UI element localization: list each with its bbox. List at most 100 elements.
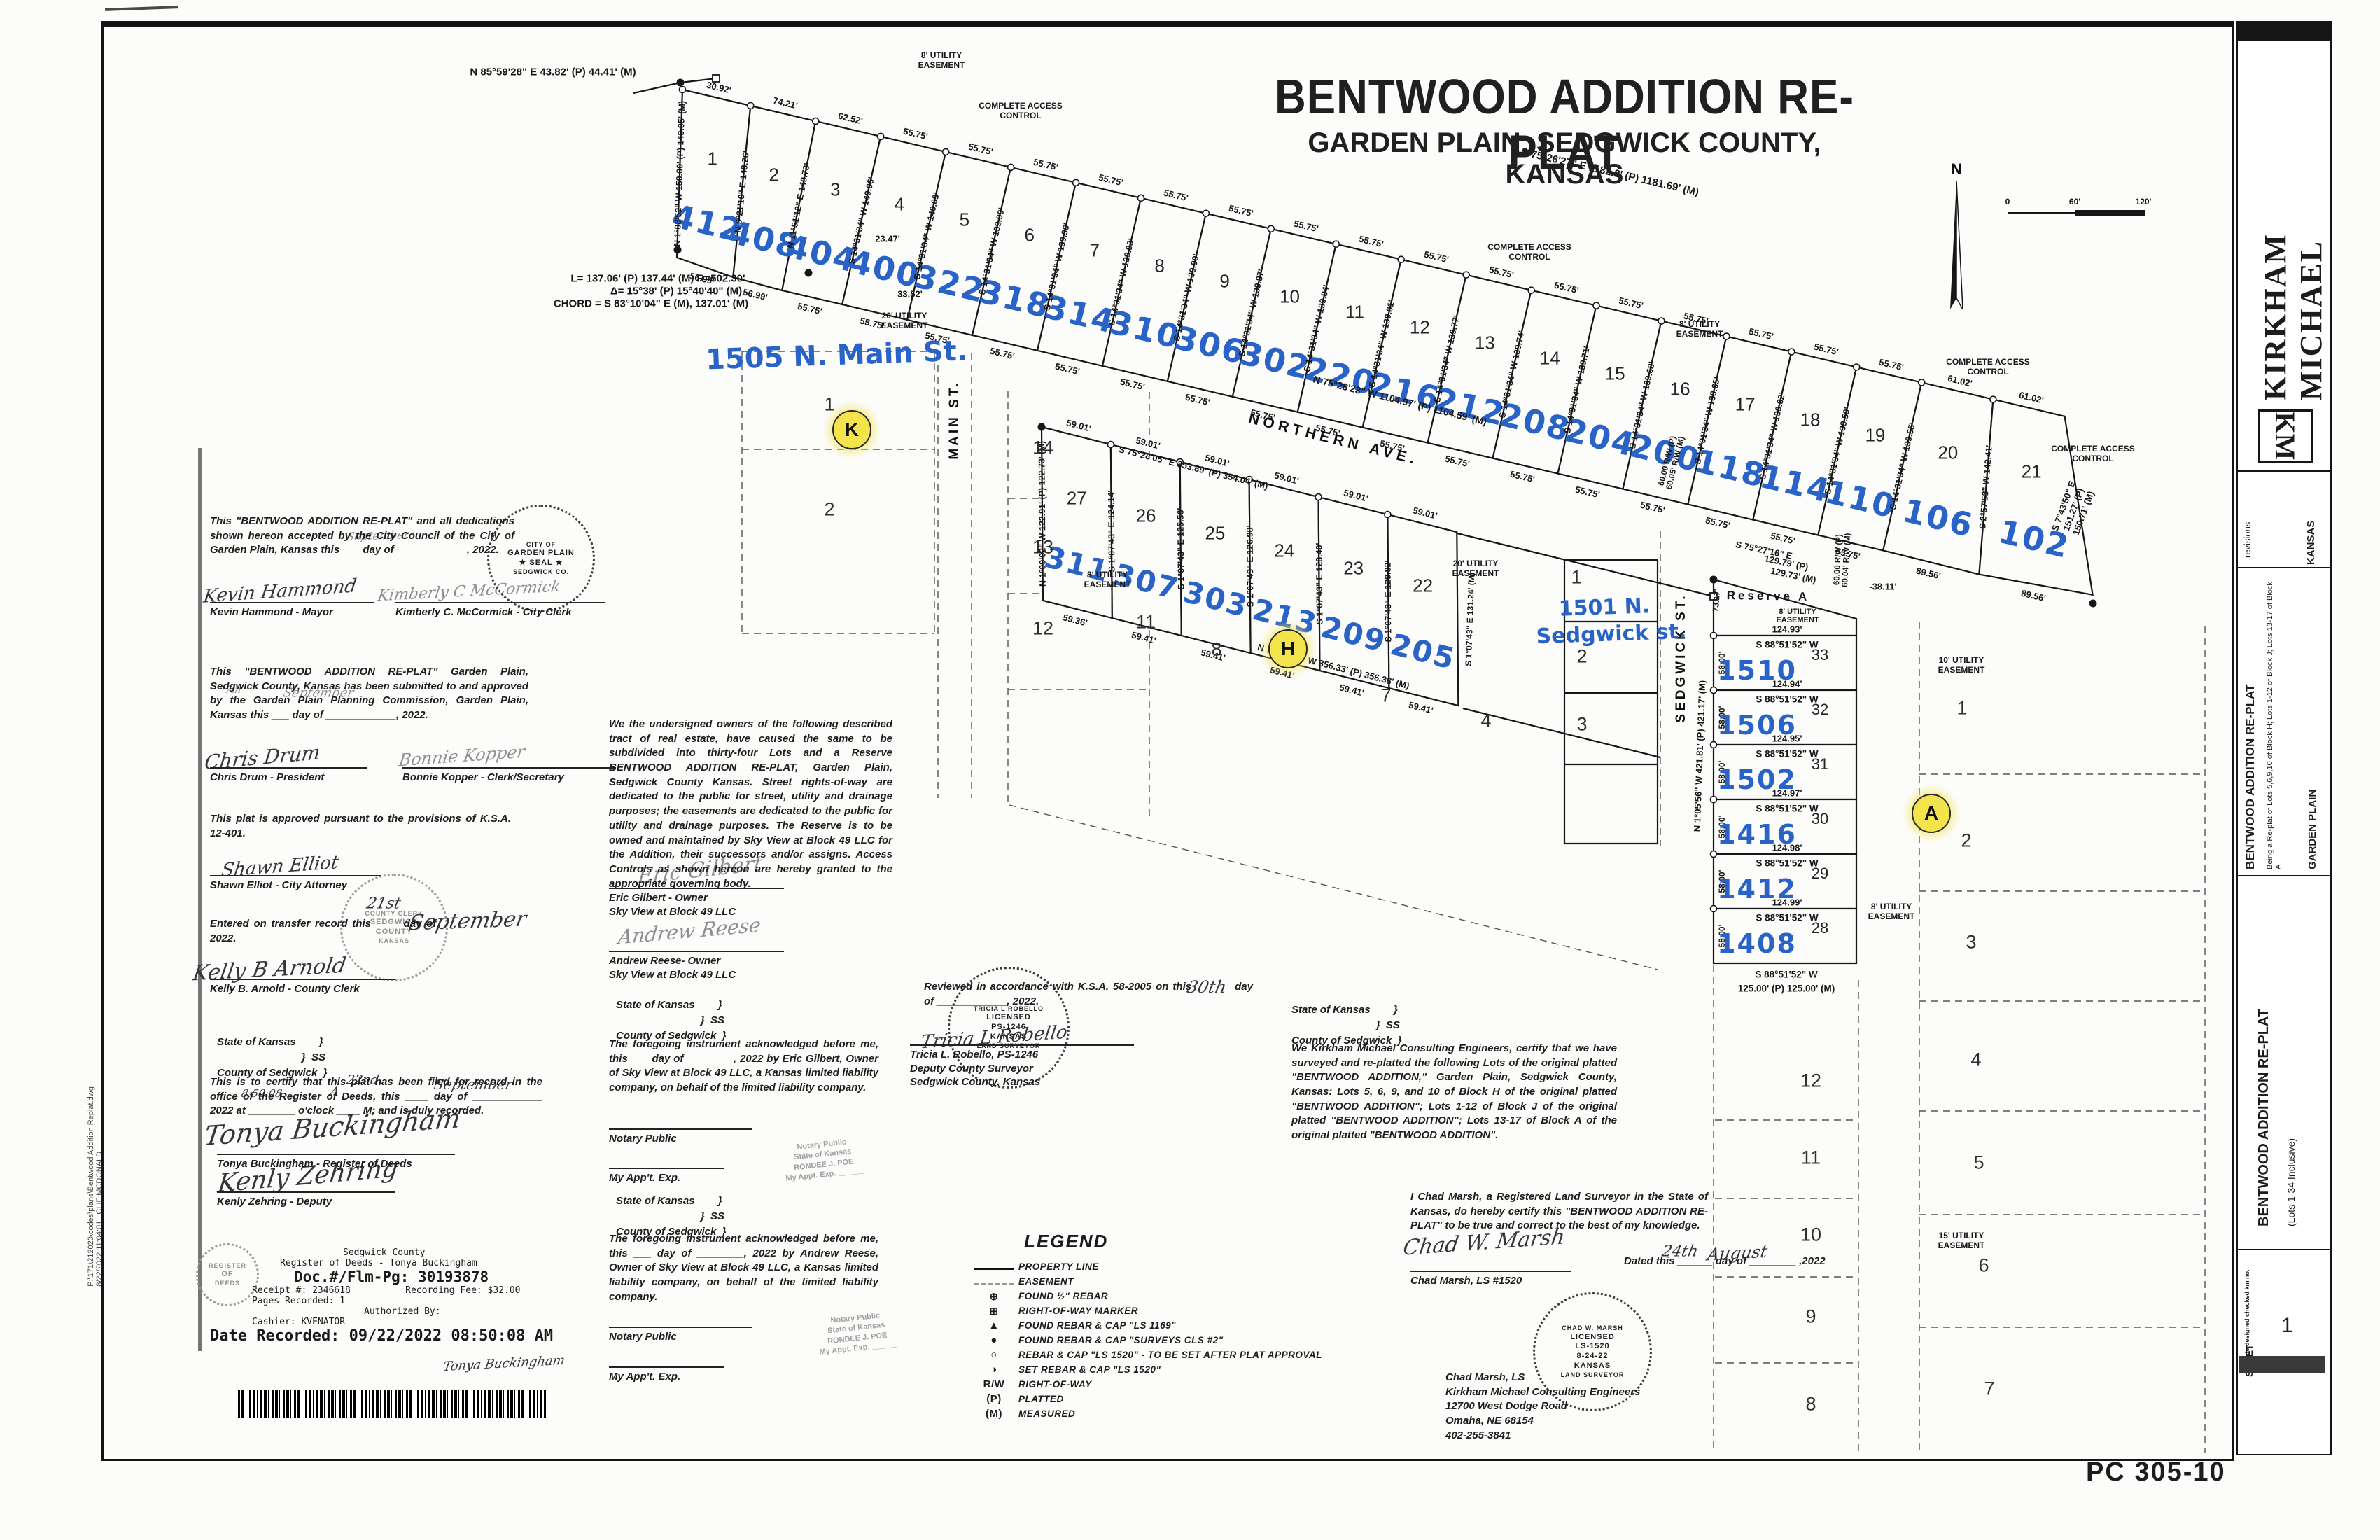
- legend-item: ⊞RIGHT-OF-WAY MARKER: [969, 1303, 1488, 1318]
- legend-symbol: ▲: [988, 1320, 1000, 1331]
- owners-dedication-text: We the undersigned owners of the followi…: [609, 718, 892, 890]
- state-county-ss-surveyor: State of Kansas } } SS County of Sedgwic…: [1292, 1004, 1402, 1046]
- revisions-label: revisions: [2242, 481, 2253, 558]
- firm-name: KIRKHAM MICHAEL: [2258, 71, 2329, 400]
- chad-address: Chad Marsh, LS Kirkham Michael Consultin…: [1446, 1371, 1641, 1441]
- legend-symbol: (P): [986, 1393, 1002, 1405]
- title-block-top-bar: [2238, 22, 2330, 41]
- notary2-text: The foregoing instrument acknowledged be…: [609, 1233, 878, 1303]
- chad-name: Chad Marsh, LS #1520: [1410, 1270, 1572, 1288]
- notary2-label: Notary Public: [609, 1326, 752, 1344]
- sheet-number: 1: [2281, 1314, 2293, 1338]
- city-label-text: GARDEN PLAIN: [2306, 789, 2318, 869]
- stamp-date: Date Recorded: 09/22/2022 08:50:08 AM: [210, 1327, 554, 1345]
- sheet-title-text: BENTWOOD ADDITION RE-PLAT: [1274, 70, 1855, 181]
- pc-number-text: PC 305-10: [2086, 1457, 2226, 1487]
- legend-item: PROPERTY LINE: [969, 1259, 1488, 1274]
- secretary-name: Bonnie Kopper - Clerk/Secretary: [402, 767, 616, 785]
- scan-streak: [198, 448, 202, 1351]
- project-title-text: BENTWOOD ADDITION RE-PLAT: [2244, 684, 2257, 869]
- legend-items: PROPERTY LINE EASEMENT ⊕ FOUND ½" REBAR ⊞RIG…: [969, 1259, 1488, 1421]
- notary-stamp-1: Notary Public State of Kansas RONDEE J. …: [785, 1138, 864, 1183]
- sheet-number-text: 1: [2281, 1314, 2293, 1337]
- legend-label: FOUND REBAR & CAP "SURVEYS CLS #2": [1018, 1335, 1224, 1345]
- tb-divider-3: [2238, 875, 2330, 876]
- legend-label: MEASURED: [1018, 1408, 1076, 1419]
- legend-item: EASEMENT: [969, 1274, 1488, 1289]
- firm-monogram: KM: [2258, 410, 2313, 463]
- legend-item: ○REBAR & CAP "LS 1520" - TO BE SET AFTER…: [969, 1348, 1488, 1362]
- legend-item: ▲ FOUND REBAR & CAP "LS 1169": [969, 1318, 1488, 1333]
- legend-symbol: [969, 1261, 1018, 1273]
- title-block: KIRKHAM MICHAEL KM revisions KANSAS BENT…: [2236, 21, 2332, 1455]
- revisions-text: revisions: [2242, 522, 2253, 558]
- legend-item: (P) PLATTED: [969, 1392, 1488, 1406]
- reviewer-name: Tricia L. Robello, PS-1246 Deputy County…: [910, 1044, 1134, 1089]
- kirkham-cert-text: We Kirkham Michael Consulting Engineers,…: [1292, 1042, 1617, 1142]
- dated-line: Dated this ______ day of ________ ,2022: [1624, 1255, 1826, 1267]
- sheet-subtitle-text: GARDEN PLAIN, SEDGWICK COUNTY, KANSAS: [1308, 127, 1821, 190]
- legend-symbol: (M): [986, 1408, 1002, 1420]
- legend-label: EASEMENT: [1018, 1276, 1074, 1287]
- owner1-name: Eric Gilbert - Owner Sky View at Block 4…: [609, 888, 784, 918]
- stamp-cashier: Cashier: KVENATOR: [252, 1317, 346, 1327]
- drawing-frame: [102, 21, 2234, 1461]
- city-acceptance-text: This "BENTWOOD ADDITION RE-PLAT" and all…: [210, 515, 514, 556]
- president-name: Chris Drum - President: [210, 767, 368, 785]
- pc-number: PC 305-10: [2086, 1457, 2226, 1488]
- city-attorney-name: Shawn Elliot - City Attorney: [210, 875, 382, 892]
- legend-item: ◑ SET REBAR & CAP "LS 1520": [969, 1362, 1488, 1377]
- legend-symbol: ◑: [990, 1364, 997, 1376]
- state-county-ss-notary1: State of Kansas } } SS County of Sedgwic…: [616, 999, 727, 1042]
- legend-item: (M) MEASURED: [969, 1406, 1488, 1421]
- notary2-appt: My App't. Exp.: [609, 1366, 724, 1384]
- project-desc-text: Being a Re-plat of Lots 5,6,9,10 of Bloc…: [2266, 582, 2283, 869]
- legend-label: FOUND REBAR & CAP "LS 1169": [1018, 1320, 1177, 1331]
- ksa-approval-text: This plat is approved pursuant to the pr…: [210, 813, 511, 839]
- firm-monogram-text: KM: [2269, 412, 2302, 461]
- state-label-text: KANSAS: [2305, 520, 2317, 565]
- state-label: KANSAS: [2305, 481, 2317, 565]
- big-sub: (Lots 1-34 Inclusive): [2286, 890, 2297, 1226]
- tb-divider-1: [2238, 470, 2330, 472]
- legend-label: PLATTED: [1018, 1394, 1064, 1404]
- legend-symbol: [969, 1275, 1018, 1287]
- planning-approval-text: This "BENTWOOD ADDITION RE-PLAT" Garden …: [210, 666, 528, 722]
- register-of-deeds-name: Tonya Buckingham - Register of Deeds: [217, 1154, 455, 1171]
- big-title: BENTWOOD ADDITION RE-PLAT: [2256, 890, 2272, 1226]
- legend-item: ⊕ FOUND ½" REBAR: [969, 1289, 1488, 1303]
- legend-label: PROPERTY LINE: [1018, 1261, 1099, 1272]
- city-clerk-name: Kimberly C. McCormick - City Clerk: [396, 602, 606, 620]
- owner2-name: Andrew Reese- Owner Sky View at Block 49…: [609, 951, 784, 981]
- notary-stamp-2: Notary Public State of Kansas RONDEE J. …: [818, 1311, 898, 1357]
- legend-title: LEGEND: [1024, 1231, 1109, 1252]
- stamp-barcode: [238, 1390, 546, 1418]
- legend-label: FOUND ½" REBAR: [1018, 1291, 1109, 1301]
- legend-label: SET REBAR & CAP "LS 1520": [1018, 1364, 1161, 1375]
- city-label: GARDEN PLAIN: [2306, 764, 2318, 869]
- legend-label: RIGHT-OF-WAY MARKER: [1018, 1306, 1138, 1316]
- tb-divider-4: [2238, 1249, 2330, 1250]
- stamp-receipt: Receipt #: 2346618 Recording Fee: $32.00: [252, 1285, 521, 1296]
- state-county-ss-left: State of Kansas } } SS County of Sedgwic…: [217, 1036, 328, 1079]
- legend-symbol: ●: [990, 1334, 997, 1346]
- sheet-subtitle: GARDEN PLAIN, SEDGWICK COUNTY, KANSAS: [1267, 127, 1862, 190]
- legend: LEGEND PROPERTY LINE EASEMENT ⊕ FOUND ½" RE…: [969, 1231, 1488, 1421]
- legend-symbol: ⊕: [989, 1290, 999, 1303]
- stamp-doc: Doc.#/Flm-Pg: 30193878: [294, 1268, 489, 1285]
- mayor-name: Kevin Hammond - Mayor: [210, 602, 374, 620]
- chad-cert-text: I Chad Marsh, a Registered Land Surveyor…: [1410, 1191, 1708, 1232]
- notary1-text: The foregoing instrument acknowledged be…: [609, 1038, 878, 1094]
- stamp-pages: Pages Recorded: 1: [252, 1296, 346, 1306]
- tb-divider-2: [2238, 567, 2330, 568]
- sheet-title: BENTWOOD ADDITION RE-PLAT: [1232, 69, 1897, 181]
- stamp-county: Sedgwick County: [343, 1247, 426, 1258]
- project-title: BENTWOOD ADDITION RE-PLAT: [2244, 575, 2258, 869]
- stamp-auth: Authorized By:: [364, 1306, 441, 1317]
- notary1-label: Notary Public: [609, 1128, 752, 1146]
- legend-label: REBAR & CAP "LS 1520" - TO BE SET AFTER …: [1018, 1350, 1322, 1360]
- title-block-bottom-bar: [2239, 1356, 2325, 1373]
